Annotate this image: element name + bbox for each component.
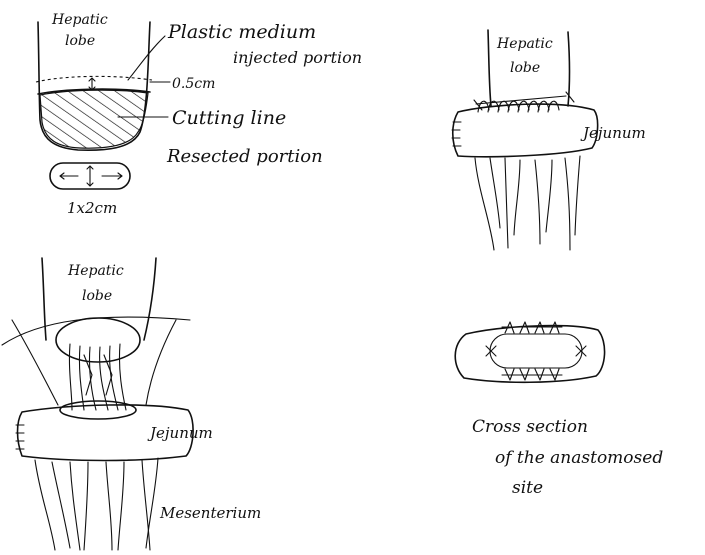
hepatic-lobe-outline-2 [488,30,491,106]
mesentery-vessels-3 [35,458,158,550]
plastic-leader [128,36,165,80]
caption-line-3: site [512,478,543,498]
plastic-medium-label: Plastic medium [167,21,316,43]
jejunum-outline-2 [453,104,598,157]
panel-resection: Hepatic lobe Plastic medium injected por… [36,12,362,217]
size-label: 1x2cm [67,199,117,217]
injected-portion-label: injected portion [233,48,362,67]
lobe-label-1a: Hepatic [51,12,108,28]
panel-anastomosis-complete: Hepatic lobe Jejunum [452,30,646,250]
resected-piece-diagram [50,163,130,189]
caption-line-2: of the anastomosed [495,448,663,468]
lobe-label-2a: Hepatic [496,36,553,52]
cross-section-sutures [486,322,586,380]
panel-cross-section: Cross section of the anastomosed site [455,322,663,498]
panel-anastomosis-sutures: Hepatic lobe Jejunum Mesenterium [2,258,261,550]
lobe-label-2b: lobe [510,60,540,76]
lobe-label-1b: lobe [65,33,95,49]
lobe-label-3b: lobe [82,288,112,304]
jejunum-label-3: Jejunum [147,424,213,442]
lobe-label-3a: Hepatic [67,263,124,279]
depth-label: 0.5cm [172,76,215,92]
jejunum-label-2: Jejunum [580,124,646,142]
caption-line-1: Cross section [472,417,588,437]
suture-row-2 [474,92,574,112]
resected-portion-label: Resected portion [166,146,323,167]
plastic-injected-boundary [36,76,152,82]
long-sutures-3 [69,344,126,410]
resected-portion-hatch [40,90,148,148]
cutting-line-label: Cutting line [172,107,286,129]
mesenterium-label: Mesenterium [159,504,261,522]
liver-cut-surface [56,318,140,362]
mesentery-vessels-2 [475,156,580,250]
hepatic-lobe-outline-3 [42,258,46,340]
